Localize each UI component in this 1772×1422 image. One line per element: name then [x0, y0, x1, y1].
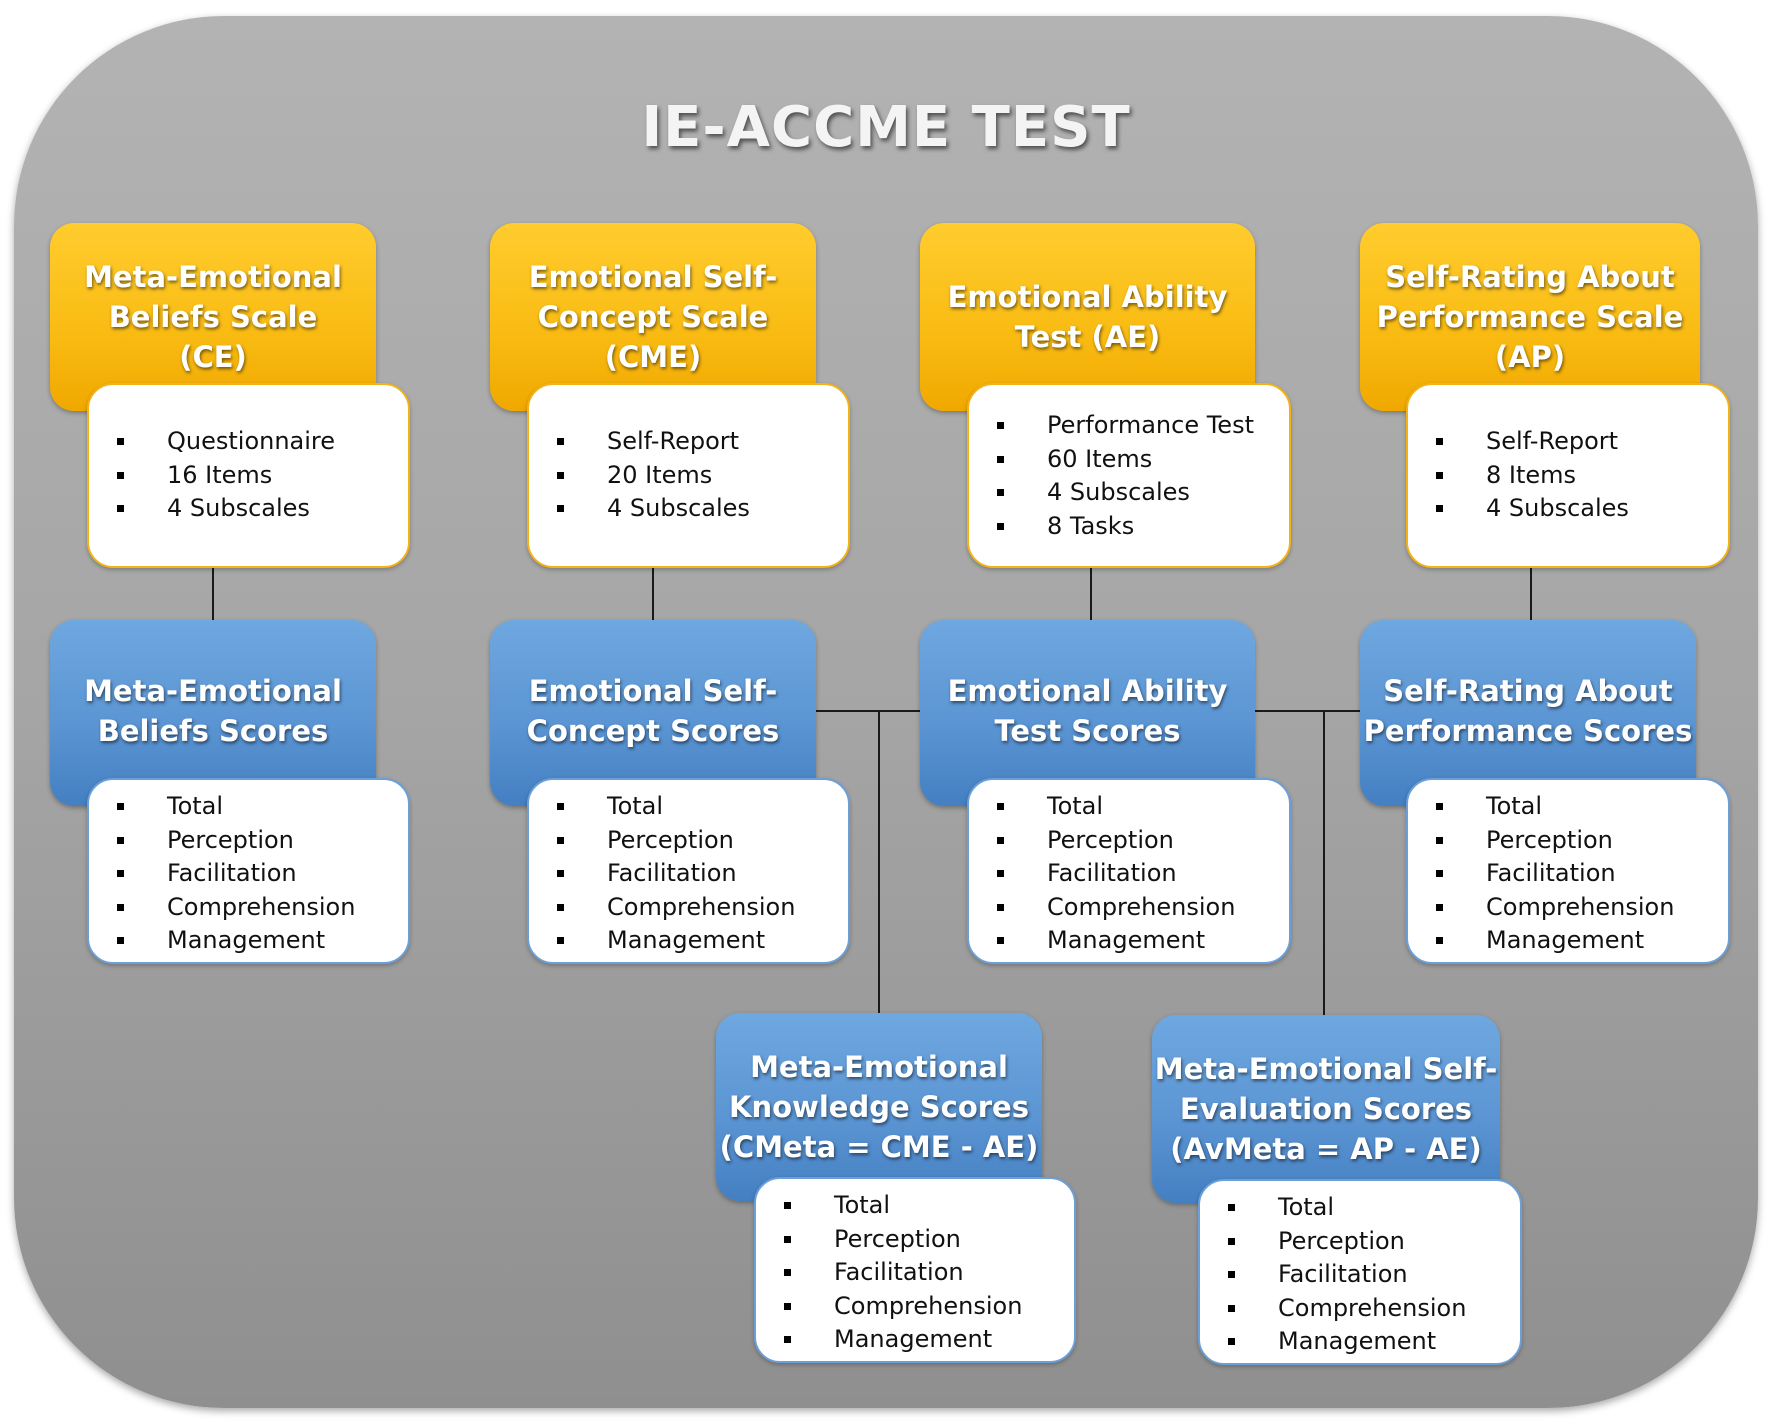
score-heading-ce: Meta-Emotional Beliefs Scores: [50, 620, 376, 806]
test-heading-cme: Emotional Self- Concept Scale (CME): [490, 223, 816, 411]
list-item: Management: [89, 924, 408, 958]
list-item: Perception: [1200, 1225, 1520, 1259]
list-item: Comprehension: [89, 891, 408, 925]
list-item: Total: [1200, 1191, 1520, 1225]
test-heading-ae-text: Emotional Ability Test (AE): [947, 280, 1228, 354]
connector-cme-ae: [814, 710, 922, 712]
connector-cmeta: [878, 711, 880, 1013]
list-item: Total: [89, 790, 408, 824]
connector-ae-ap: [1254, 710, 1360, 712]
list-item: Perception: [529, 824, 848, 858]
score-heading-cme: Emotional Self- Concept Scores: [490, 620, 816, 806]
list-item: Comprehension: [1408, 891, 1728, 925]
score-heading-cme-text: Emotional Self- Concept Scores: [526, 674, 780, 748]
connector-ae: [1090, 568, 1092, 620]
test-heading-ae: Emotional Ability Test (AE): [920, 223, 1255, 411]
score-heading-ae-text: Emotional Ability Test Scores: [947, 674, 1228, 748]
connector-ap: [1530, 568, 1532, 620]
test-heading-ap: Self-Rating About Performance Scale (AP): [1360, 223, 1700, 411]
test-heading-ce: Meta-Emotional Beliefs Scale (CE): [50, 223, 376, 411]
list-item: Questionnaire: [89, 425, 408, 459]
list-item: Management: [1408, 924, 1728, 958]
list-item: Facilitation: [1408, 857, 1728, 891]
list-item: Facilitation: [1200, 1258, 1520, 1292]
list-item: 8 Items: [1408, 459, 1728, 493]
score-details-cme: Total Perception Facilitation Comprehens…: [527, 778, 850, 964]
list-item: Total: [756, 1189, 1074, 1223]
list-item: Performance Test: [969, 409, 1289, 443]
list-item: 16 Items: [89, 459, 408, 493]
list-item: 4 Subscales: [529, 492, 848, 526]
list-item: Self-Report: [529, 425, 848, 459]
score-heading-ce-text: Meta-Emotional Beliefs Scores: [84, 674, 342, 748]
derived-heading-avmeta: Meta-Emotional Self- Evaluation Scores (…: [1152, 1015, 1500, 1203]
list-item: Management: [1200, 1325, 1520, 1359]
score-heading-ae: Emotional Ability Test Scores: [920, 620, 1255, 806]
list-item: Comprehension: [1200, 1292, 1520, 1326]
list-item: 8 Tasks: [969, 510, 1289, 544]
list-item: Self-Report: [1408, 425, 1728, 459]
list-item: Management: [756, 1323, 1074, 1357]
list-item: Perception: [1408, 824, 1728, 858]
list-item: Total: [529, 790, 848, 824]
connector-ce: [212, 568, 214, 620]
list-item: Perception: [89, 824, 408, 858]
list-item: Facilitation: [529, 857, 848, 891]
test-heading-cme-text: Emotional Self- Concept Scale (CME): [528, 260, 778, 374]
score-details-ap: Total Perception Facilitation Comprehens…: [1406, 778, 1730, 964]
list-item: 4 Subscales: [1408, 492, 1728, 526]
list-item: Perception: [969, 824, 1289, 858]
list-item: 20 Items: [529, 459, 848, 493]
list-item: Perception: [756, 1223, 1074, 1257]
list-item: Comprehension: [969, 891, 1289, 925]
list-item: Total: [1408, 790, 1728, 824]
score-heading-ap-text: Self-Rating About Performance Scores: [1363, 674, 1693, 748]
derived-details-avmeta: Total Perception Facilitation Comprehens…: [1198, 1179, 1522, 1365]
score-details-ce: Total Perception Facilitation Comprehens…: [87, 778, 410, 964]
list-item: 4 Subscales: [969, 476, 1289, 510]
test-details-ae: Performance Test 60 Items 4 Subscales 8 …: [967, 383, 1291, 568]
derived-details-cmeta: Total Perception Facilitation Comprehens…: [754, 1177, 1076, 1363]
list-item: Management: [969, 924, 1289, 958]
test-heading-ce-text: Meta-Emotional Beliefs Scale (CE): [84, 260, 342, 374]
list-item: 60 Items: [969, 443, 1289, 477]
list-item: Facilitation: [756, 1256, 1074, 1290]
derived-heading-cmeta-text: Meta-Emotional Knowledge Scores (CMeta =…: [719, 1050, 1039, 1164]
derived-heading-cmeta: Meta-Emotional Knowledge Scores (CMeta =…: [716, 1013, 1042, 1201]
diagram-title: IE-ACCME TEST: [641, 95, 1131, 160]
list-item: Management: [529, 924, 848, 958]
score-heading-ap: Self-Rating About Performance Scores: [1360, 620, 1696, 806]
test-details-ce: Questionnaire 16 Items 4 Subscales: [87, 383, 410, 568]
derived-heading-avmeta-text: Meta-Emotional Self- Evaluation Scores (…: [1154, 1052, 1498, 1166]
connector-avmeta: [1323, 711, 1325, 1015]
test-details-ap: Self-Report 8 Items 4 Subscales: [1406, 383, 1730, 568]
list-item: Facilitation: [89, 857, 408, 891]
connector-cme: [652, 568, 654, 620]
test-heading-ap-text: Self-Rating About Performance Scale (AP): [1376, 260, 1684, 374]
list-item: Total: [969, 790, 1289, 824]
score-details-ae: Total Perception Facilitation Comprehens…: [967, 778, 1291, 964]
list-item: Comprehension: [529, 891, 848, 925]
list-item: 4 Subscales: [89, 492, 408, 526]
list-item: Comprehension: [756, 1290, 1074, 1324]
test-details-cme: Self-Report 20 Items 4 Subscales: [527, 383, 850, 568]
list-item: Facilitation: [969, 857, 1289, 891]
